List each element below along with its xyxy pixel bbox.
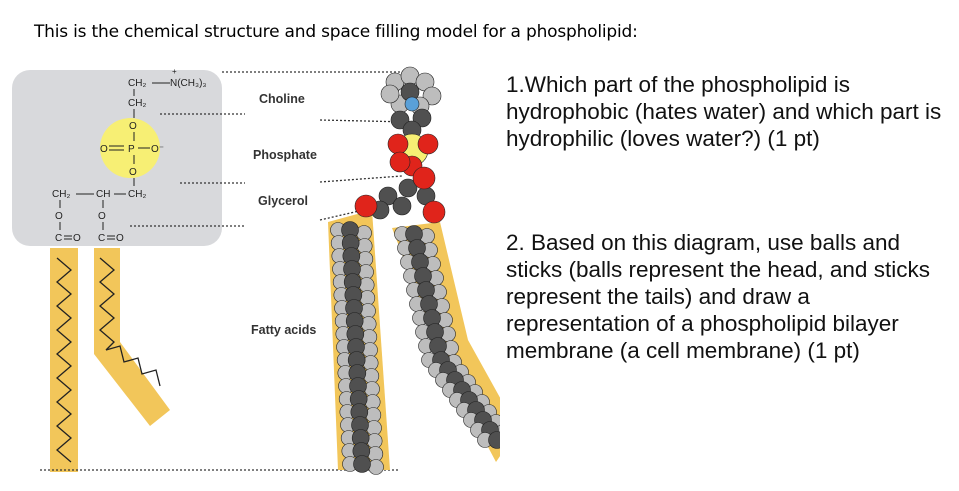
tail-zigzag-left: [56, 257, 72, 463]
label-glycerol: Glycerol: [258, 194, 308, 208]
hydrogen-atom: [368, 459, 384, 475]
oxygen-atom: [422, 200, 446, 224]
chem-o-eq-left: O: [73, 233, 81, 244]
chem-p-o-eq: O: [100, 144, 108, 155]
chem-ch-mid: CH: [96, 189, 110, 200]
carbon-atom: [392, 196, 412, 216]
oxygen-atom: [389, 151, 411, 173]
oxygen-atom: [387, 133, 409, 155]
question-2: 2. Based on this diagram, use balls and …: [506, 230, 930, 363]
phospholipid-diagram: CH₂ + N(CH₃)₃ CH₂ O O P O⁻ O CH₂ CH CH₂ …: [12, 66, 500, 475]
oxygen-atom: [417, 133, 439, 155]
oxygen-atom: [412, 166, 436, 190]
chem-n-plus: +: [172, 67, 177, 76]
carbon-atom: [390, 110, 410, 130]
carbon-atom: [353, 455, 371, 473]
hydrogen-atom: [380, 84, 400, 104]
chem-n-group: N(CH₃)₃: [170, 78, 206, 89]
chem-o-bottom: O: [129, 167, 137, 178]
chem-o-top: O: [129, 121, 137, 132]
chem-ch2-left: CH₂: [52, 189, 70, 200]
tail-zigzag-right-bent: [105, 345, 161, 387]
chem-c-left: C: [55, 233, 62, 244]
chem-o-eq-right: O: [116, 233, 124, 244]
label-fatty-acids: Fatty acids: [251, 323, 316, 337]
chem-p: P: [128, 144, 135, 155]
chem-o-minus: O⁻: [151, 144, 164, 155]
chem-ch2-right: CH₂: [128, 189, 146, 200]
space-filling-model: [330, 66, 500, 475]
chem-ch2-top: CH₂: [128, 78, 146, 89]
carbon-atom: [488, 431, 500, 449]
carbon-atom: [378, 186, 398, 206]
tail-zigzag-right: [99, 257, 115, 351]
chem-c-right: C: [98, 233, 105, 244]
page-title: This is the chemical structure and space…: [34, 22, 638, 42]
fatty-acid-tail-right: [94, 248, 170, 426]
carbon-atom: [412, 108, 432, 128]
chem-o-right: O: [98, 211, 106, 222]
hydrogen-atom: [422, 86, 442, 106]
question-1: 1.Which part of the phospholipid is hydr…: [506, 72, 942, 151]
label-choline: Choline: [259, 92, 305, 106]
phosphate-circle: [100, 118, 160, 178]
nitrogen-atom: [404, 96, 420, 112]
label-phosphate: Phosphate: [253, 148, 317, 162]
oxygen-atom: [354, 194, 378, 218]
chem-ch2-second: CH₂: [128, 98, 146, 109]
carbon-atom: [398, 178, 418, 198]
chem-o-left: O: [55, 211, 63, 222]
